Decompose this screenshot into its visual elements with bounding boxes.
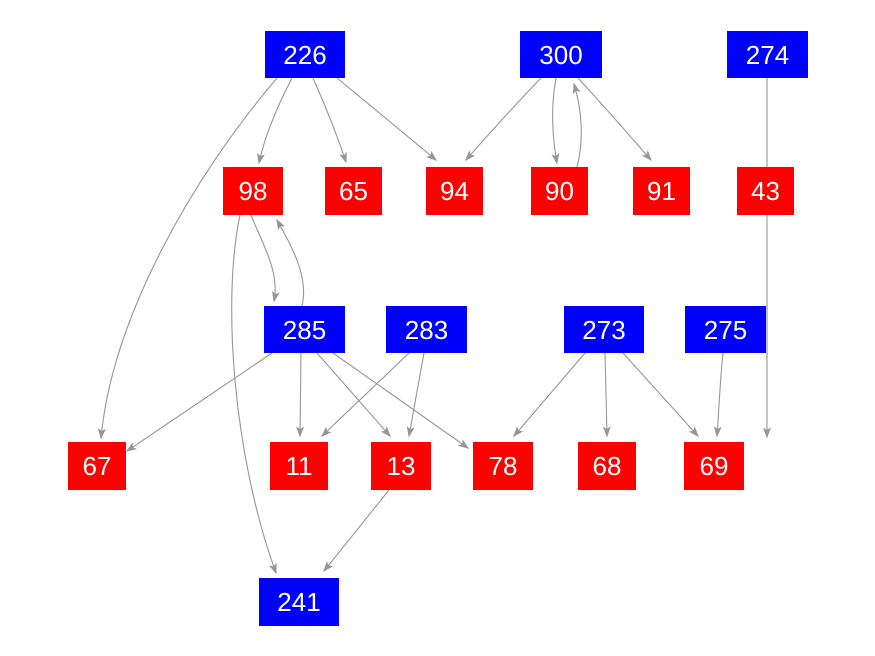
edge-283-to-13 xyxy=(406,352,425,438)
node-94: 94 xyxy=(426,167,483,215)
edge-226-to-67 xyxy=(97,77,278,440)
edge-285-to-78 xyxy=(332,352,470,449)
edge-226-to-98 xyxy=(257,77,293,165)
node-274: 274 xyxy=(727,31,808,78)
node-69: 69 xyxy=(684,442,744,490)
node-300: 300 xyxy=(520,31,602,78)
node-78: 78 xyxy=(473,442,533,490)
edge-273-to-68 xyxy=(602,352,611,438)
node-91: 91 xyxy=(633,167,690,215)
node-241: 241 xyxy=(259,578,339,626)
node-285: 285 xyxy=(264,306,345,353)
edge-273-to-78 xyxy=(513,352,586,438)
edge-273-to-69 xyxy=(622,352,700,438)
node-65: 65 xyxy=(325,167,382,215)
edge-283-to-11 xyxy=(320,352,410,438)
edge-226-to-94 xyxy=(336,77,438,161)
edge-13-to-241 xyxy=(323,489,390,573)
edge-98-to-285 xyxy=(250,214,280,303)
edge-300-to-91 xyxy=(577,77,652,162)
edge-285-to-13 xyxy=(316,352,391,438)
node-275: 275 xyxy=(685,306,766,353)
edge-98-to-241 xyxy=(231,214,277,575)
edge-285-to-67 xyxy=(125,352,273,452)
node-67: 67 xyxy=(68,442,126,490)
edge-300-to-90 xyxy=(551,77,560,165)
node-43: 43 xyxy=(737,167,794,215)
edge-275-to-69 xyxy=(713,352,724,438)
node-226: 226 xyxy=(265,31,345,78)
node-98: 98 xyxy=(223,167,283,215)
node-68: 68 xyxy=(578,442,636,490)
edge-300-to-94 xyxy=(465,77,542,162)
edge-226-to-65 xyxy=(312,77,347,164)
edge-90-to-300 xyxy=(572,82,582,168)
edge-285-to-11 xyxy=(296,352,305,438)
node-283: 283 xyxy=(386,306,467,353)
node-13: 13 xyxy=(371,442,431,490)
edge-285-to-98 xyxy=(276,218,305,307)
node-90: 90 xyxy=(531,167,588,215)
node-11: 11 xyxy=(270,442,328,490)
node-273: 273 xyxy=(564,306,644,353)
